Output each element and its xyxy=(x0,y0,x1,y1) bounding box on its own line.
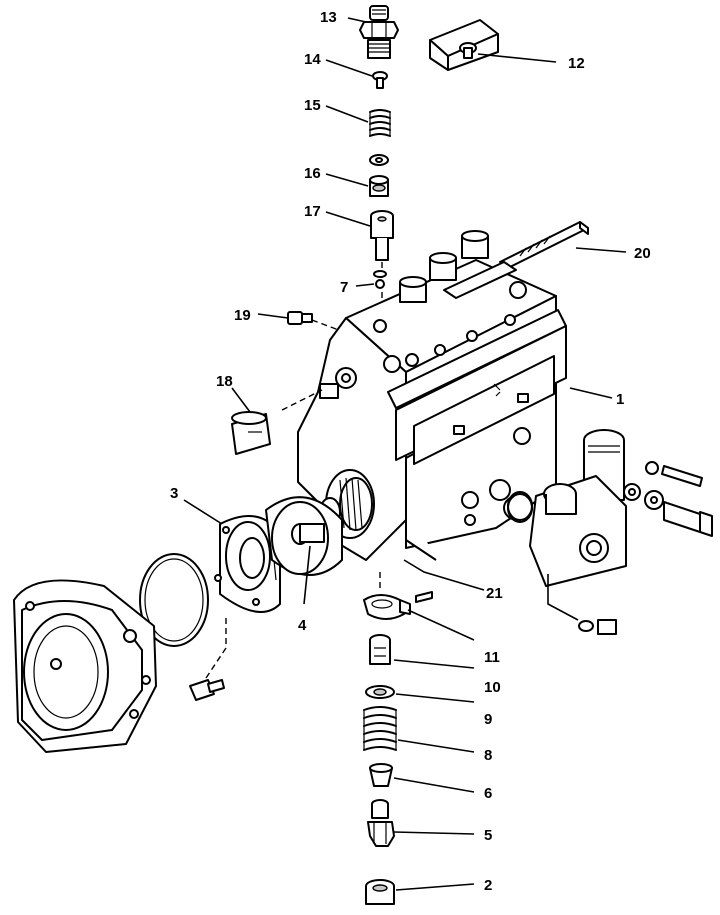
callout-2: 2 xyxy=(484,877,492,894)
part-17-plunger xyxy=(370,210,394,261)
feed-pump xyxy=(507,429,627,587)
callout-20: 20 xyxy=(634,245,651,262)
callout-10: 10 xyxy=(484,679,501,696)
part-12-tool-block xyxy=(429,19,499,71)
part-4-gasket xyxy=(265,496,343,576)
part-16-valve xyxy=(369,154,389,197)
part-13-valve-holder xyxy=(359,5,399,59)
callout-6: 6 xyxy=(484,785,492,802)
housing-screw xyxy=(189,679,225,701)
part-2-plug xyxy=(365,879,395,905)
callout-3: 3 xyxy=(170,485,178,502)
pump-body xyxy=(297,230,567,561)
callout-16: 16 xyxy=(304,165,321,182)
part-6-seat xyxy=(369,763,393,787)
part-10-tappet xyxy=(369,634,391,665)
part-20-control-rack xyxy=(499,221,589,269)
callout-14: 14 xyxy=(304,51,321,68)
part-18-plug xyxy=(231,411,271,455)
callout-9: 9 xyxy=(484,711,492,728)
part-9-washer xyxy=(365,685,395,699)
right-bolts xyxy=(578,461,713,635)
callout-1: 1 xyxy=(616,391,624,408)
callout-12: 12 xyxy=(568,55,585,72)
part-11-clamp xyxy=(363,591,433,620)
part-5-fitting xyxy=(367,799,395,847)
part-19-screw xyxy=(287,311,313,325)
callout-8: 8 xyxy=(484,747,492,764)
callout-4: 4 xyxy=(298,617,307,634)
callout-17: 17 xyxy=(304,203,321,220)
callout-13: 13 xyxy=(320,9,337,26)
part-15-spring xyxy=(369,109,391,137)
governor-housing xyxy=(13,579,157,753)
callout-11: 11 xyxy=(484,649,500,666)
callout-5: 5 xyxy=(484,827,492,844)
callout-18: 18 xyxy=(216,373,233,390)
part-8-spring xyxy=(363,706,397,751)
part-7-pin xyxy=(373,270,387,289)
o-ring xyxy=(139,553,209,647)
callout-15: 15 xyxy=(304,97,321,114)
callout-21: 21 xyxy=(486,585,503,602)
callout-7: 7 xyxy=(340,279,348,296)
part-14-screw xyxy=(372,71,388,89)
part-3-flange xyxy=(214,515,281,613)
callout-19: 19 xyxy=(234,307,251,324)
